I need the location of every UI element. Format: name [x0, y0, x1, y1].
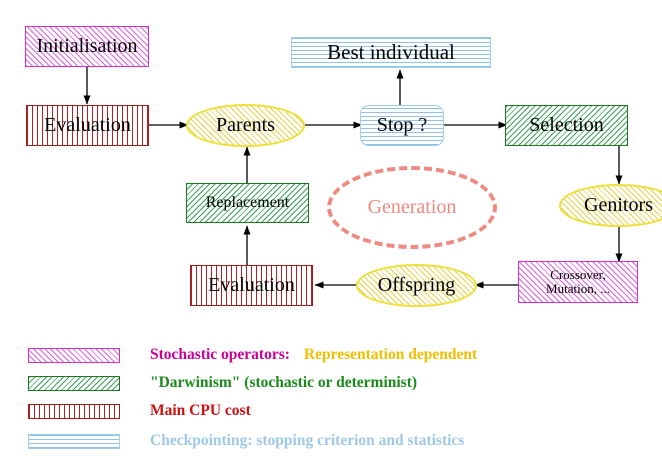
legend-row-main-cpu-cost: Main CPU cost — [28, 400, 251, 422]
node-best-individual[interactable]: Best individual — [291, 37, 491, 68]
node-genitors[interactable]: Genitors — [559, 184, 662, 227]
vertical-red-swatch — [28, 403, 120, 419]
diagonal-magenta-swatch — [28, 347, 120, 363]
node-selection-label: Selection — [529, 114, 604, 136]
node-stop-label: Stop ? — [376, 114, 428, 136]
legend-label-main-cpu-cost: Main CPU cost — [150, 402, 251, 419]
legend-label-representation-dependent: Representation dependent — [303, 346, 478, 363]
node-stop[interactable]: Stop ? — [360, 105, 444, 146]
legend-row-darwinism: "Darwinism" (stochastic or determinist) — [28, 372, 417, 394]
node-replacement-label: Replacement — [205, 193, 290, 211]
annotation-generation: Generation — [327, 166, 497, 249]
legend-label-darwinism: "Darwinism" (stochastic or determinist) — [150, 374, 418, 391]
node-best-individual-label: Best individual — [327, 40, 455, 65]
legend-row-checkpointing: Checkpointing: stopping criterion and st… — [28, 430, 464, 452]
node-parents[interactable]: Parents — [186, 104, 305, 147]
node-initialisation[interactable]: Initialisation — [25, 26, 149, 67]
diagonal-green-swatch — [28, 375, 120, 391]
node-selection[interactable]: Selection — [505, 105, 628, 146]
legend-label-checkpointing: Checkpointing: stopping criterion and st… — [150, 432, 465, 449]
node-offspring-label: Offspring — [377, 274, 456, 296]
node-crossover-mutation-label: Crossover,Mutation, ... — [546, 267, 610, 296]
horizontal-blue-swatch — [28, 433, 120, 449]
node-offspring[interactable]: Offspring — [356, 264, 477, 307]
node-initialisation-label: Initialisation — [36, 35, 138, 57]
node-evaluation-top[interactable]: Evaluation — [26, 105, 149, 146]
node-crossover-mutation[interactable]: Crossover,Mutation, ... — [518, 261, 638, 303]
node-parents-label: Parents — [216, 114, 275, 136]
node-genitors-label: Genitors — [584, 194, 653, 216]
node-evaluation-bottom-label: Evaluation — [208, 274, 295, 296]
node-replacement[interactable]: Replacement — [186, 183, 309, 223]
node-evaluation-bottom[interactable]: Evaluation — [190, 265, 313, 306]
annotation-generation-label: Generation — [367, 196, 457, 218]
node-evaluation-top-label: Evaluation — [44, 114, 131, 136]
legend-row-stochastic-operators: Stochastic operators: Representation dep… — [28, 344, 477, 366]
legend-label-stochastic-operators: Stochastic operators: — [150, 346, 290, 363]
